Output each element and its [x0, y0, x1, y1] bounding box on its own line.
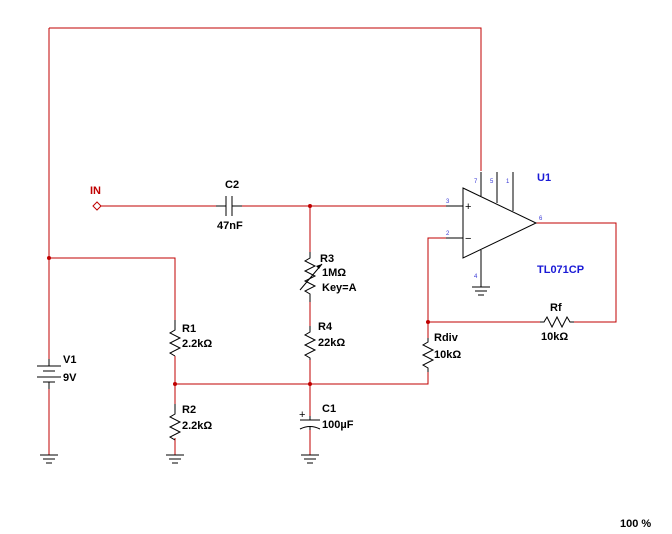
c1-polarity: + [299, 409, 305, 421]
wires [47, 27, 617, 455]
r1-value: 2.2kΩ [182, 338, 212, 350]
resistor-rdiv[interactable]: Rdiv 10kΩ [421, 332, 461, 372]
rf-ref: Rf [550, 302, 562, 314]
c2-ref: C2 [225, 179, 239, 191]
c1-ref: C1 [322, 403, 336, 415]
r3-value: 1MΩ [322, 267, 346, 279]
resistor-zigzag [540, 315, 574, 329]
opamp-u1[interactable]: + − 3 2 6 4 7 5 1 U1 TL071CP [446, 172, 584, 287]
wire-supply-to-r1[interactable] [49, 257, 176, 320]
rdiv-ref: Rdiv [434, 332, 459, 344]
wire-supply-top[interactable] [49, 27, 482, 171]
r1-ref: R1 [182, 323, 196, 335]
input-connector[interactable]: IN [90, 185, 102, 211]
input-label: IN [90, 185, 101, 197]
pin-number: 3 [446, 199, 450, 205]
rf-value: 10kΩ [541, 331, 568, 343]
ground-r2 [166, 454, 184, 464]
r2-value: 2.2kΩ [182, 420, 212, 432]
resistor-r4[interactable]: R4 22kΩ [303, 321, 345, 360]
pin-number: 4 [474, 274, 478, 280]
opamp-ref: U1 [537, 172, 551, 184]
pin-number: 7 [474, 179, 478, 185]
battery-v1[interactable]: V1 9V [37, 354, 77, 389]
opamp-plus-sign: + [465, 201, 471, 213]
ground-opamp [472, 286, 490, 296]
junction-dot [426, 320, 430, 324]
resistor-r1[interactable]: R1 2.2kΩ [168, 320, 212, 357]
r3-key: Key=A [322, 282, 357, 294]
pin-number: 2 [446, 231, 450, 237]
resistor-zigzag [168, 320, 182, 357]
c2-value: 47nF [217, 220, 243, 232]
wire-mid-node[interactable] [175, 372, 429, 385]
opamp-minus-sign: − [465, 233, 471, 245]
pot-arrow-icon [316, 264, 322, 269]
pin-number: 6 [539, 216, 543, 222]
capacitor-c1[interactable]: + C1 100µF [299, 403, 354, 431]
r4-ref: R4 [318, 321, 333, 333]
zoom-level: 100 % [620, 518, 652, 530]
r3-ref: R3 [320, 253, 334, 265]
wire-inv-input[interactable] [427, 237, 462, 338]
pin-number: 5 [490, 179, 494, 185]
potentiometer-r3[interactable]: R3 1MΩ Key=A [299, 252, 357, 302]
capacitor-c2[interactable]: C2 47nF [216, 179, 243, 232]
opamp-triangle [462, 187, 538, 259]
resistor-zigzag [303, 326, 317, 360]
junction-dot [308, 204, 312, 208]
ground-c1 [301, 454, 319, 464]
v1-value: 9V [63, 372, 77, 384]
resistor-zigzag [303, 252, 317, 302]
junction-dot [173, 382, 177, 386]
resistor-zigzag [421, 338, 435, 372]
resistor-rf[interactable]: Rf 10kΩ [540, 302, 574, 343]
r2-ref: R2 [182, 404, 196, 416]
resistor-r2[interactable]: R2 2.2kΩ [168, 404, 212, 441]
v1-ref: V1 [63, 354, 76, 366]
wire-feedback-right[interactable] [536, 222, 617, 323]
pin-number: 1 [506, 179, 510, 185]
resistor-zigzag [168, 404, 182, 441]
c1-value: 100µF [322, 419, 354, 431]
junction-dot [308, 382, 312, 386]
junction-dot [47, 256, 51, 260]
rdiv-value: 10kΩ [434, 349, 461, 361]
r4-value: 22kΩ [318, 337, 345, 349]
input-diamond-icon[interactable] [92, 201, 102, 211]
ground-v1 [40, 454, 58, 464]
capacitor-curved-plate [299, 426, 321, 430]
opamp-part: TL071CP [537, 264, 584, 276]
